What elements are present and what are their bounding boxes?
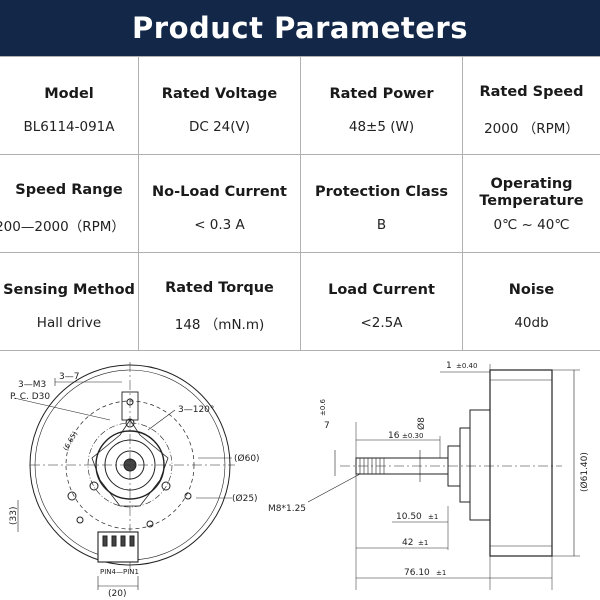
dim-angle: 3—120° xyxy=(178,405,214,415)
dim-l16-tol: ±0.30 xyxy=(402,432,423,440)
dim-d65: (6.65) xyxy=(62,430,80,452)
dim-screw: 3—M3 xyxy=(18,380,46,390)
pcd30-circle xyxy=(87,422,173,508)
param-label: Rated Voltage xyxy=(161,86,278,102)
motor-body xyxy=(489,369,553,557)
param-cell-speed-range: Speed Range 200—2000（RPM） xyxy=(0,155,139,253)
dim-l7610: 76.10 xyxy=(404,568,430,578)
mount-hole-left xyxy=(89,481,99,491)
technical-drawing: 3—M3 P. C. D30 3—7 3—120° (6.65) (Ø60) (… xyxy=(0,350,600,600)
param-label: Rated Power xyxy=(329,86,434,102)
param-label: Rated Torque xyxy=(165,280,274,296)
param-value: B xyxy=(376,216,387,233)
param-cell-load-current: Load Current <2.5A xyxy=(301,253,463,351)
param-label: Operating Temperature xyxy=(479,175,584,209)
dim-w20: (20) xyxy=(108,589,126,599)
param-cell-sensing-method: Sensing Method Hall drive xyxy=(0,253,139,351)
dim-v7-tol: ±0.6 xyxy=(319,398,327,416)
dim-t1-tol: ±0.40 xyxy=(456,362,477,370)
side-view xyxy=(307,364,580,590)
param-value: 48±5 (W) xyxy=(348,118,415,135)
mount-hole-right xyxy=(161,481,171,491)
dim-d60: (Ø60) xyxy=(234,453,260,464)
param-label: No-Load Current xyxy=(152,184,287,200)
dim-l7610-tol: ±1 xyxy=(436,569,446,577)
param-label: Speed Range xyxy=(15,182,123,198)
param-cell-noise: Noise 40db xyxy=(463,253,600,351)
param-cell-rated-power: Rated Power 48±5 (W) xyxy=(301,57,463,155)
header-banner: Product Parameters xyxy=(0,0,600,56)
param-label: Protection Class xyxy=(315,184,448,200)
dim-pcd: P. C. D30 xyxy=(10,392,50,402)
param-value: Hall drive xyxy=(36,314,102,331)
param-label: Rated Speed xyxy=(479,84,584,100)
param-cell-protection-class: Protection Class B xyxy=(301,155,463,253)
param-label: Sensing Method xyxy=(3,282,135,298)
dim-l42-tol: ±1 xyxy=(418,539,428,547)
dim-l1050: 10.50 xyxy=(396,512,422,522)
mount-hole-top xyxy=(125,418,135,428)
parameters-table: Model BL6114-091A Rated Voltage DC 24(V)… xyxy=(0,56,600,351)
param-value: 200—2000（RPM） xyxy=(0,218,125,235)
param-value: BL6114-091A xyxy=(23,118,115,135)
param-value: <2.5A xyxy=(360,314,403,331)
dim-t1: 1 xyxy=(446,361,452,371)
param-label: Noise xyxy=(508,282,555,298)
dim-l16: 16 xyxy=(388,431,400,441)
dim-slot: 3—7 xyxy=(59,372,79,382)
dim-thread: M8*1.25 xyxy=(268,504,306,514)
top-slot xyxy=(121,391,139,421)
dim-l1050-tol: ±1 xyxy=(428,513,438,521)
param-cell-no-load-current: No-Load Current < 0.3 A xyxy=(139,155,301,253)
front-view xyxy=(13,362,235,590)
param-value: 40db xyxy=(514,314,549,331)
dim-v7: 7 xyxy=(324,421,330,431)
dim-h33: (33) xyxy=(9,507,19,525)
param-cell-rated-torque: Rated Torque 148 （mN.m) xyxy=(139,253,301,351)
param-value: DC 24(V) xyxy=(188,118,251,135)
param-value: 2000 （RPM） xyxy=(484,120,579,137)
param-cell-operating-temperature: Operating Temperature 0℃ ~ 40℃ xyxy=(463,155,600,253)
dim-d6140: (Ø61.40) xyxy=(579,452,590,492)
dim-l42: 42 xyxy=(402,538,413,548)
dim-d25: (Ø25) xyxy=(232,493,258,504)
param-value: < 0.3 A xyxy=(194,216,245,233)
param-cell-model: Model BL6114-091A xyxy=(0,57,139,155)
param-value: 0℃ ~ 40℃ xyxy=(493,216,570,233)
param-label: Load Current xyxy=(328,282,435,298)
page-title: Product Parameters xyxy=(132,11,468,45)
dim-pins: PIN4—PIN1 xyxy=(100,568,139,576)
param-cell-rated-speed: Rated Speed 2000 （RPM） xyxy=(463,57,600,155)
param-value: 148 （mN.m) xyxy=(174,316,265,333)
param-cell-rated-voltage: Rated Voltage DC 24(V) xyxy=(139,57,301,155)
dim-d8: Ø8 xyxy=(416,417,427,430)
param-label: Model xyxy=(44,86,94,102)
